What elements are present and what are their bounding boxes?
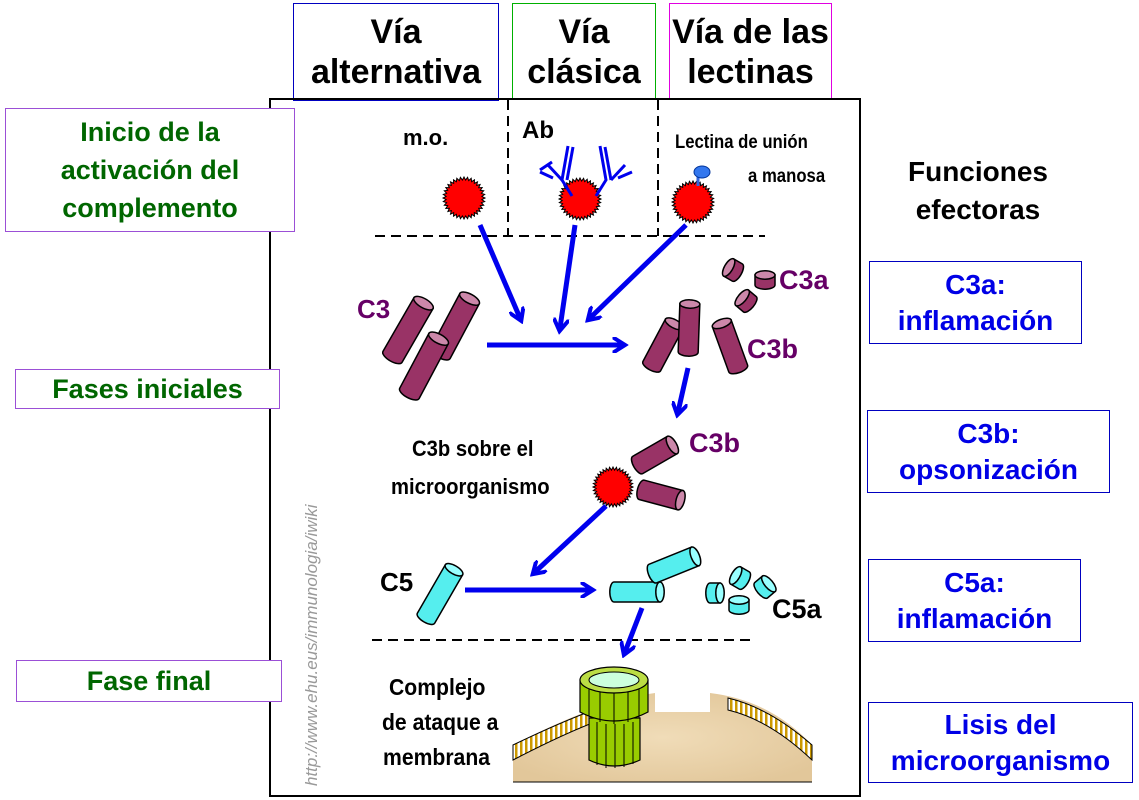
- arrow-alternative: [477, 224, 520, 318]
- mac-pore-icon: [579, 666, 649, 768]
- arrow-lectin: [590, 223, 688, 318]
- antibody-icon: [539, 145, 633, 197]
- c3a-fragment: [721, 257, 745, 283]
- lectin-icon: [693, 165, 711, 186]
- c5-molecule: [416, 562, 464, 626]
- effector-c3b-line1: C3b:: [957, 418, 1020, 449]
- pathway-classical-line2: clásica: [527, 53, 641, 91]
- pathway-alternative: Vía alternativa: [293, 3, 499, 101]
- pathway-lectin-line1: Vía de las: [672, 13, 829, 51]
- c3b-fragment: [711, 317, 749, 375]
- effector-c3b: C3b: opsonización: [867, 410, 1110, 493]
- effector-c3b-line2: opsonización: [899, 454, 1078, 485]
- c5a-fragment: [705, 582, 725, 604]
- effector-c3a-line2: inflamación: [897, 305, 1054, 336]
- phase-initiation-line3: complemento: [62, 193, 238, 223]
- diagram-frame: [269, 98, 861, 797]
- label-lectin-line1: Lectina de unión: [675, 132, 808, 153]
- label-c3: C3: [357, 294, 391, 324]
- c3-molecules: [381, 257, 777, 626]
- c3b-bound: [636, 479, 686, 511]
- c3a-fragment: [754, 270, 776, 290]
- c5a-fragment: [728, 595, 750, 615]
- pathway-arrows: [465, 223, 691, 652]
- phase-initiation-line2: activación del: [60, 155, 240, 185]
- effector-title: Funciones efectoras: [878, 153, 1078, 229]
- microbe-icon: [557, 176, 603, 222]
- c5a-fragment: [753, 574, 777, 600]
- microbe-icon: [670, 179, 716, 225]
- pathway-alternative-line2: alternativa: [310, 53, 482, 91]
- phase-initiation: Inicio de la activación del complemento: [5, 108, 295, 232]
- effector-lysis-line2: microorganismo: [890, 745, 1111, 776]
- pathway-alternative-line1: Vía: [370, 13, 422, 51]
- c5b-fragment: [646, 546, 702, 584]
- effector-c3a-line1: C3a:: [945, 269, 1006, 300]
- watermark-url: http://www.ehu.eus/immunologia/iwiki: [302, 504, 321, 786]
- label-c3b-on-microbe-line2: microorganismo: [391, 474, 550, 499]
- pathway-classical-line1: Vía: [558, 13, 610, 51]
- arrow-c3b-down: [678, 367, 691, 412]
- phase-final: Fase final: [16, 660, 282, 702]
- label-c5a: C5a: [772, 594, 822, 624]
- c5a-fragment: [728, 565, 752, 591]
- effector-c5a-line1: C5a:: [944, 567, 1005, 598]
- label-c3b-on-microbe-line1: C3b sobre el: [412, 436, 534, 461]
- c3-molecule: [381, 295, 435, 365]
- effector-title-line2: efectoras: [915, 194, 1041, 225]
- arrow-classical: [560, 224, 578, 328]
- label-microorganism: m.o.: [403, 125, 449, 150]
- label-c3a: C3a: [779, 265, 829, 295]
- c3b-bound: [630, 435, 680, 475]
- label-c3b: C3b: [747, 334, 799, 364]
- c3a-fragment: [734, 288, 758, 314]
- phase-final-label: Fase final: [86, 666, 212, 696]
- effector-lysis: Lisis del microorganismo: [868, 702, 1133, 783]
- pathway-classical: Vía clásica: [512, 3, 656, 99]
- microbe-icon: [591, 465, 635, 509]
- arrow-to-c5: [535, 504, 608, 572]
- label-mac-line1: Complejo: [389, 674, 486, 700]
- label-mac-line2: de ataque a: [382, 709, 499, 735]
- label-c5: C5: [380, 567, 414, 597]
- effector-c3a: C3a: inflamación: [869, 261, 1082, 344]
- effector-c5a: C5a: inflamación: [868, 559, 1081, 642]
- effector-lysis-line1: Lisis del: [944, 709, 1057, 740]
- phase-early: Fases iniciales: [15, 369, 280, 409]
- label-c3b-bound: C3b: [689, 428, 741, 458]
- microbe-icon: [441, 175, 487, 221]
- c3-molecule: [398, 331, 450, 401]
- membrane-icon: [512, 693, 813, 783]
- arrow-to-mac: [625, 607, 645, 652]
- effector-c5a-line2: inflamación: [896, 603, 1053, 634]
- c3b-fragment: [641, 317, 685, 373]
- phase-early-label: Fases iniciales: [52, 374, 243, 404]
- pathway-lectin-line2: lectinas: [687, 53, 814, 91]
- c5b-fragment: [609, 581, 665, 603]
- label-antibody: Ab: [522, 117, 554, 144]
- phase-initiation-line1: Inicio de la: [80, 117, 220, 147]
- c3b-fragment: [677, 299, 701, 357]
- effector-title-line1: Funciones: [907, 156, 1048, 187]
- label-mac-line3: membrana: [383, 744, 491, 770]
- label-lectin-line2: a manosa: [748, 166, 826, 187]
